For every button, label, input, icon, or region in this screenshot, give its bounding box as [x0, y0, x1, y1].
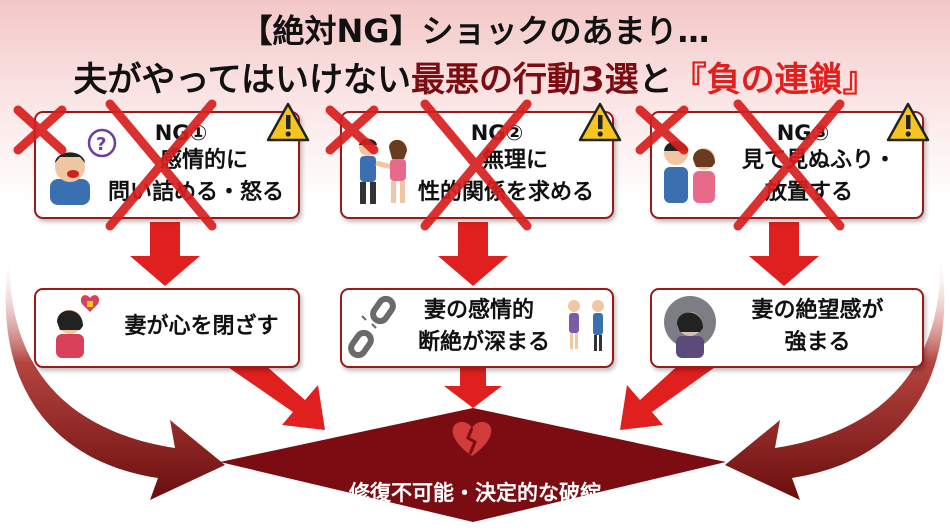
down-arrow-2: [438, 222, 508, 286]
down-arrow-1: [130, 222, 200, 286]
cross-icon: [733, 99, 845, 231]
down-arrow-3: [749, 222, 819, 286]
despair-woman-icon: [664, 296, 716, 358]
result-line2-3: 強まる: [784, 330, 851, 355]
title-chain: 『負の連鎖』: [672, 60, 877, 100]
broken-heart-icon: [452, 422, 492, 456]
result-line1-1: 妻が心を閉ざす: [124, 314, 279, 339]
cross-icon: [325, 105, 379, 155]
angry-man-icon: ?: [50, 128, 117, 205]
broken-chain-icon: [348, 295, 396, 359]
down-arrow-center: [444, 366, 502, 408]
title-line-2: 夫がやってはいけない最悪の行動3選と『負の連鎖』: [0, 52, 950, 101]
title-line-1: 【絶対NG】ショックのあまり…: [240, 12, 710, 50]
svg-text:?: ?: [96, 134, 106, 155]
title-part-3: と: [638, 60, 673, 100]
cross-icon: [635, 105, 689, 155]
ng-line1-3: 見て見ぬふり・: [741, 148, 896, 173]
result-card-3: 妻の絶望感が 強まる: [650, 288, 924, 368]
closed-heart-woman-icon: [56, 295, 100, 358]
diag-arrow-left: [225, 350, 325, 430]
cross-icon: [13, 105, 67, 155]
result-card-2: 妻の感情的 断絶が深まる: [340, 288, 614, 368]
cross-icon: [420, 99, 532, 231]
left-curved-arrow: [5, 250, 225, 500]
warning-icon: [886, 102, 930, 142]
final-label: 修復不可能・決定的な破綻: [349, 481, 601, 505]
diag-arrow-right: [620, 350, 718, 430]
result-line2-2: 断絶が深まる: [417, 330, 550, 355]
warning-icon: [266, 102, 310, 142]
right-curved-arrow: [725, 250, 945, 500]
title-part-1: 夫がやってはいけない: [73, 60, 411, 100]
result-line1-2: 妻の感情的: [423, 298, 534, 323]
final-shape: [220, 408, 726, 522]
result-line1-3: 妻の絶望感が: [751, 298, 884, 323]
title-highlight: 最悪の行動3選: [410, 60, 639, 100]
ng-line1-2: 無理に: [481, 148, 548, 173]
couple-apart-icon: [568, 300, 604, 351]
result-card-1: 妻が心を閉ざす: [34, 288, 300, 368]
ng-card-1: NG① 感情的に 問い詰める・怒る ?: [34, 111, 300, 219]
warning-icon: [578, 102, 622, 142]
cross-icon: [105, 99, 217, 231]
